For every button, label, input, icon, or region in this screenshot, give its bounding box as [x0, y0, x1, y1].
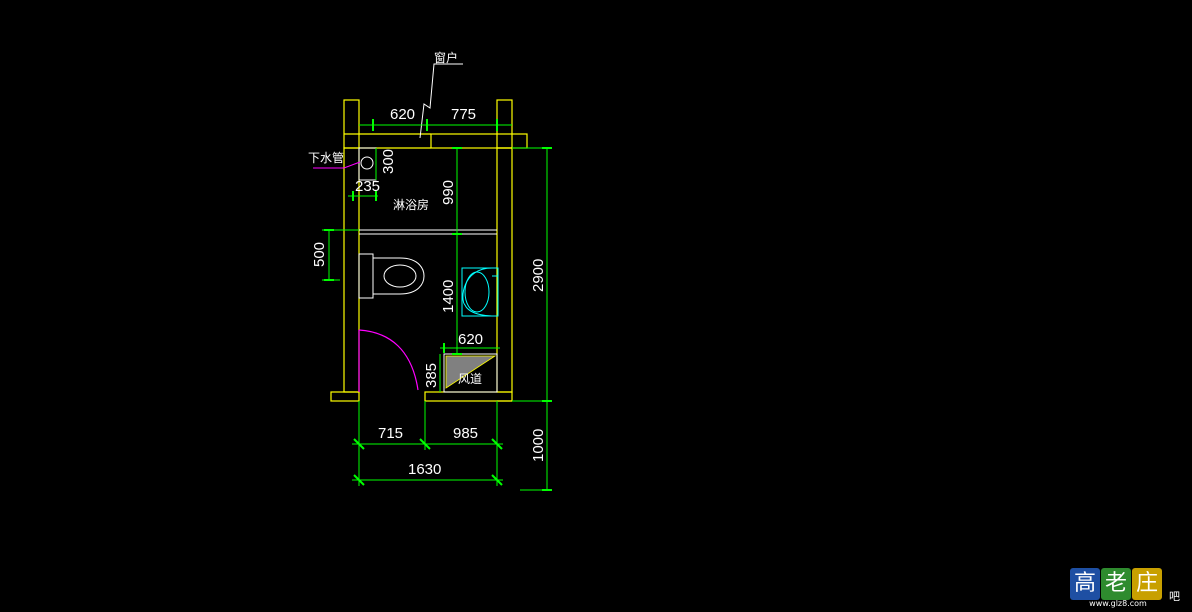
wall-bottom-left-foot — [330, 391, 360, 402]
dimension-texts: 620 775 300 235 990 500 1400 620 385 290… — [311, 106, 547, 478]
dim-total-height: 2900 — [530, 259, 547, 292]
toilet-icon — [358, 253, 425, 299]
wall-top-right-stub — [496, 99, 513, 149]
watermark-char-3: 庄 — [1132, 568, 1162, 600]
label-air-duct: 风道 — [458, 372, 482, 386]
watermark-char-1: 高 — [1070, 568, 1100, 600]
watermark-url: www.glz8.com — [1089, 599, 1147, 608]
dim-toilet-offset: 500 — [311, 242, 328, 267]
dim-top-right: 775 — [451, 106, 476, 123]
dimension-lines — [322, 119, 552, 491]
basin-icon — [461, 267, 499, 317]
dim-drain-h: 300 — [380, 149, 397, 174]
wall-top-beam — [430, 133, 528, 149]
shower-partition — [359, 229, 497, 235]
dim-shower-depth: 990 — [440, 180, 457, 205]
watermark-char-2: 老 — [1101, 568, 1131, 600]
label-window: 窗户 — [434, 50, 458, 65]
label-drain-pipe: 下水管 — [308, 150, 344, 165]
dim-basin-zone: 1400 — [440, 280, 457, 313]
label-shower-room: 淋浴房 — [393, 197, 429, 212]
wall-top-left-stub — [343, 99, 360, 149]
air-duct — [443, 353, 498, 393]
drain-pipe-icon — [360, 156, 374, 170]
wall-bottom-right-foot — [424, 391, 513, 402]
drain-pipe-box — [358, 147, 377, 181]
wall-right — [496, 147, 513, 393]
drain-leader-line — [313, 161, 361, 169]
dim-outside-height: 1000 — [530, 429, 547, 462]
dim-duct-w: 620 — [458, 331, 483, 348]
dim-duct-h: 385 — [423, 363, 440, 388]
dim-top-left: 620 — [390, 106, 415, 123]
dim-total-width: 1630 — [408, 461, 441, 478]
watermark-suffix: 吧 — [1169, 590, 1180, 603]
dim-bottom-right: 985 — [453, 425, 478, 442]
door-swing-icon — [358, 329, 419, 392]
room-labels: 窗户 下水管 淋浴房 风道 — [308, 50, 482, 386]
walls — [330, 99, 528, 402]
window-break-line — [419, 63, 463, 139]
watermark-logo: 高 老 庄 www.glz8.com — [1070, 568, 1166, 608]
dim-bottom-left: 715 — [378, 425, 403, 442]
dim-drain-w: 235 — [355, 178, 380, 195]
